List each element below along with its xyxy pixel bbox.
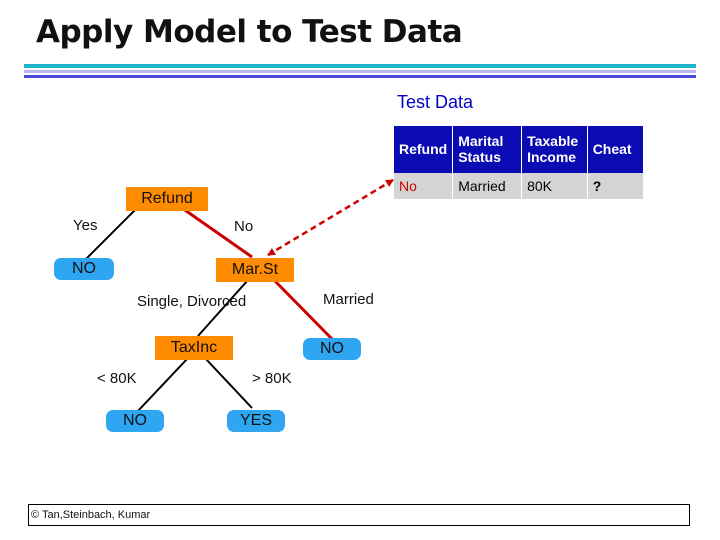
leaf-no-married: NO xyxy=(303,338,361,360)
edge-refund-no xyxy=(181,206,253,259)
edge-label-yes: Yes xyxy=(73,217,98,234)
edge-label-single-divorced: Single, Divorced xyxy=(137,293,247,310)
node-marital-status: Mar.St xyxy=(216,258,294,282)
test-data-table: Refund Marital Status Taxable Income Che… xyxy=(394,126,645,199)
edge-label-married: Married xyxy=(323,291,374,308)
node-refund: Refund xyxy=(126,187,208,211)
title-rule-bottom xyxy=(24,75,696,78)
table-cell-marital-status: Married xyxy=(452,172,523,199)
table-cell-cheat: ? xyxy=(587,172,645,199)
table-row: No Married 80K ? xyxy=(394,172,645,199)
edge-refund-yes xyxy=(83,207,138,262)
dashed-match-arrow xyxy=(267,178,394,257)
leaf-no-less-80k: NO xyxy=(106,410,164,432)
table-header-cell: Marital Status xyxy=(452,126,523,173)
edge-marst-single xyxy=(197,279,249,337)
table-cell-taxable-income: 80K xyxy=(521,172,588,199)
title-rule-top xyxy=(24,64,696,68)
table-header-cell: Taxable Income xyxy=(521,126,588,173)
table-header-cell: Cheat xyxy=(587,126,645,173)
table-cell-refund: No xyxy=(394,172,454,199)
edge-label-no: No xyxy=(234,218,254,235)
title-rule-middle xyxy=(24,70,696,73)
test-data-label: Test Data xyxy=(397,92,474,112)
table-header-cell: Refund xyxy=(394,126,454,173)
leaf-no-refund-yes: NO xyxy=(54,258,114,280)
leaf-yes-greater-80k: YES xyxy=(227,410,285,432)
node-taxable-income: TaxInc xyxy=(155,336,233,360)
edge-taxinc-gt xyxy=(204,357,253,409)
edge-label-greater-80k: > 80K xyxy=(252,370,292,387)
edge-taxinc-lt xyxy=(136,357,189,413)
table-header-row: Refund Marital Status Taxable Income Che… xyxy=(394,126,645,173)
edge-marst-married xyxy=(272,278,334,341)
edge-label-less-80k: < 80K xyxy=(97,370,137,387)
slide-title: Apply Model to Test Data xyxy=(36,14,463,50)
copyright-footer: © Tan,Steinbach, Kumar xyxy=(28,504,690,526)
